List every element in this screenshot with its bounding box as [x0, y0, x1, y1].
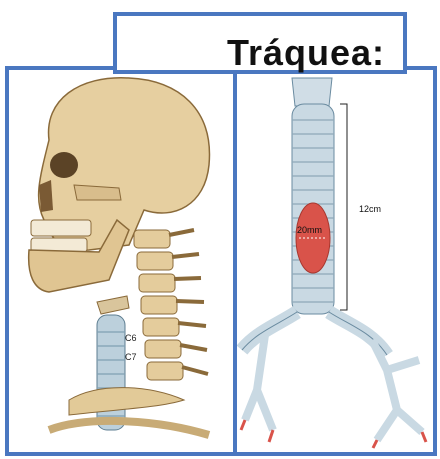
main-bronchi [241, 312, 426, 448]
hyoid-bone [97, 296, 129, 314]
trachea [97, 315, 125, 430]
length-bracket [340, 104, 347, 310]
cervical-spine [134, 230, 208, 380]
trachea-dimensions-panel: 20mm 12cm [233, 66, 437, 456]
slide-title: Tráquea: [227, 32, 385, 74]
zygomatic-arch [74, 185, 121, 200]
title-box: Tráquea: [113, 12, 407, 74]
diameter-label: 20mm [297, 225, 322, 235]
label-c6: C6 [125, 333, 137, 343]
skull-neck-illustration-panel: C6 C7 [5, 66, 237, 456]
first-rib [69, 388, 184, 415]
nasal-cavity [39, 180, 53, 212]
length-label: 12cm [359, 204, 381, 214]
orbit [50, 152, 78, 178]
trachea-illustration: 20mm 12cm [237, 70, 433, 452]
clavicle [49, 421, 209, 435]
larynx [292, 78, 332, 106]
skull-neck-illustration: C6 C7 [9, 70, 233, 452]
upper-teeth [31, 220, 91, 236]
label-c7: C7 [125, 352, 137, 362]
